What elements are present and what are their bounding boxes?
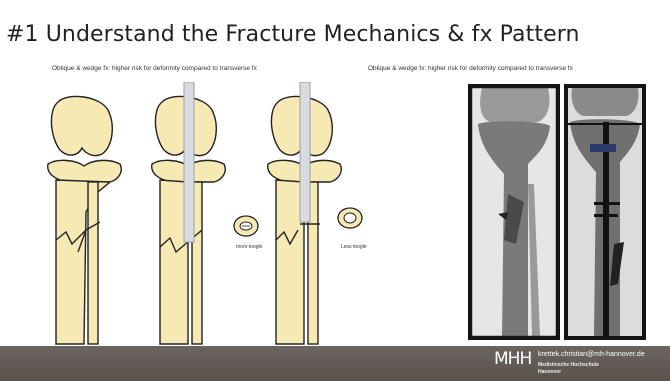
xray-fracture-preop (468, 84, 560, 340)
caption-right: Oblique & wedge fx: higher risk for defo… (368, 65, 573, 72)
xray-nail-postop (564, 84, 646, 340)
footer-city: Hannover (538, 369, 561, 375)
bone-oblique-fracture (152, 82, 226, 344)
note-less-toogle: Less toogle (341, 244, 367, 250)
fracture-illustration (38, 82, 398, 347)
bone-transverse-fracture (268, 82, 342, 344)
footer-institution: Medizinische Hochschule (538, 362, 599, 368)
caption-left: Oblique & wedge fx: higher risk for defo… (52, 65, 257, 72)
cross-section-more-toggle (234, 216, 258, 236)
note-more-toogle: more toogle (236, 244, 262, 250)
slide-title: #1 Understand the Fracture Mechanics & f… (6, 22, 580, 47)
footer-email[interactable]: krettek.christian@mh-hannover.de (538, 351, 645, 358)
mhh-logo: MHH (494, 349, 531, 369)
bone-wedge-fracture (48, 96, 122, 344)
cross-section-less-toggle (338, 208, 362, 228)
